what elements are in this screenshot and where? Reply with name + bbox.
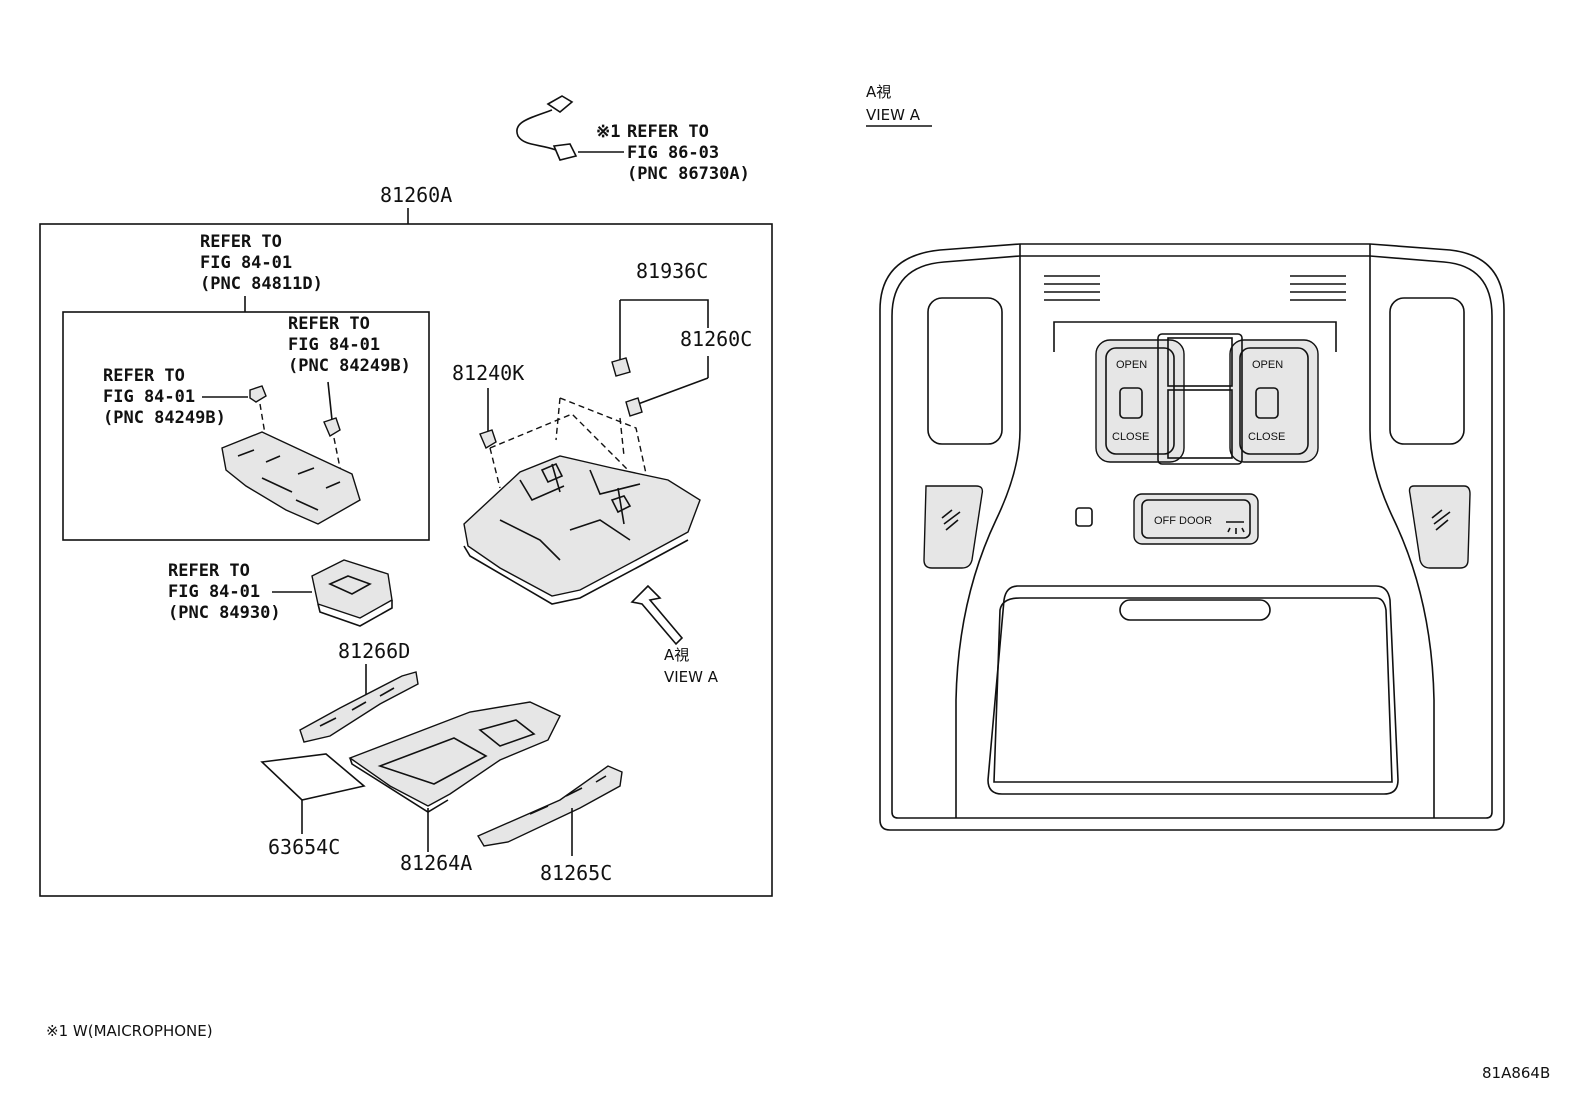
- ref-84811D-line2: FIG 84-01: [200, 253, 292, 273]
- mic-ref-line3: (PNC 86730A): [627, 164, 750, 184]
- clip-81240K: [479, 429, 497, 450]
- clip-81260C: [625, 397, 643, 417]
- ref-84930-line2: FIG 84-01: [168, 582, 260, 602]
- bracket-84811D: [221, 431, 361, 525]
- part-81264A-label: 81264A: [400, 851, 472, 875]
- part-81260C-label: 81260C: [680, 327, 752, 351]
- part-63654C-label: 63654C: [268, 835, 340, 859]
- overhead-console-view: [879, 243, 1505, 831]
- sunroof-right-close: CLOSE: [1248, 431, 1285, 443]
- off-door-switch-label: OFF DOOR: [1154, 515, 1212, 527]
- sunroof-right-open: OPEN: [1252, 359, 1283, 371]
- view-a-arrow: [630, 584, 684, 646]
- ref-84249B-right-line3: (PNC 84249B): [288, 356, 411, 376]
- microphone-wire: [516, 95, 624, 161]
- bracket-84930: [311, 559, 393, 627]
- roof-console-base: [463, 455, 701, 605]
- ref-84249B-left-line3: (PNC 84249B): [103, 408, 226, 428]
- mic-ref-marker: ※1: [596, 122, 620, 142]
- ref-84249B-right-line1: REFER TO: [288, 314, 370, 334]
- diagram-id: 81A864B: [1482, 1064, 1550, 1082]
- part-81265C-label: 81265C: [540, 861, 612, 885]
- view-a-arrow-jp: A視: [664, 646, 689, 664]
- ref-84811D-line3: (PNC 84811D): [200, 274, 323, 294]
- part-81240K-label: 81240K: [452, 361, 524, 385]
- part-81260A-label: 81260A: [380, 183, 452, 207]
- trim-81264A: [348, 701, 561, 813]
- ref-84930-line1: REFER TO: [168, 561, 250, 581]
- trim-81265C: [476, 765, 623, 847]
- footnote: ※1 W(MAICROPHONE): [46, 1022, 213, 1040]
- ref-84811D-line1: REFER TO: [200, 232, 282, 252]
- view-a-arrow-en: VIEW A: [664, 668, 719, 686]
- sub-assembly-84811D-frame: [62, 311, 430, 541]
- trim-81266D: [299, 671, 419, 743]
- assembly-81260A-frame: [39, 223, 773, 897]
- mic-ref-line2: FIG 86-03: [627, 143, 719, 163]
- view-a-title-en: VIEW A: [866, 106, 921, 124]
- sunroof-left-close: CLOSE: [1112, 431, 1149, 443]
- part-81936C-label: 81936C: [636, 259, 708, 283]
- ref-84249B-left-line1: REFER TO: [103, 366, 185, 386]
- ref-84249B-right-line2: FIG 84-01: [288, 335, 380, 355]
- ref-84249B-left-line2: FIG 84-01: [103, 387, 195, 407]
- clip-81936C: [611, 357, 631, 377]
- alignment-lines: [489, 397, 651, 493]
- mic-ref-line1: REFER TO: [627, 122, 709, 142]
- sunroof-left-open: OPEN: [1116, 359, 1147, 371]
- ref-84930-line3: (PNC 84930): [168, 603, 281, 623]
- view-a-title-jp: A視: [866, 83, 891, 101]
- pad-63654C: [260, 753, 366, 801]
- part-81266D-label: 81266D: [338, 639, 410, 663]
